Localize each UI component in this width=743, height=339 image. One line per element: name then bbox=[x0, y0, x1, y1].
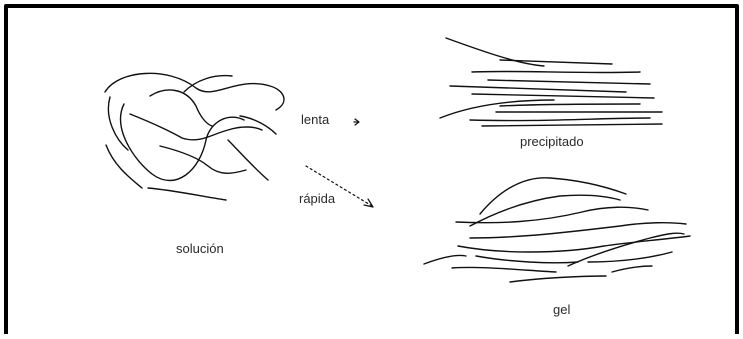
solution-chain bbox=[108, 97, 128, 150]
fast-arrow-head bbox=[364, 199, 373, 207]
diagram-border bbox=[6, 6, 737, 334]
gel-chain bbox=[510, 276, 606, 282]
gel-chains bbox=[424, 178, 690, 282]
precipitate-label: precipitado bbox=[520, 134, 584, 149]
precipitate-chain bbox=[472, 71, 640, 72]
solution-chain bbox=[121, 104, 244, 181]
precipitate-chain bbox=[488, 80, 650, 84]
solution-chain bbox=[106, 145, 142, 188]
precipitate-chain bbox=[446, 38, 544, 66]
precipitate-chain bbox=[482, 124, 662, 126]
gel-chain bbox=[424, 255, 466, 264]
precipitate-chain bbox=[500, 60, 612, 64]
solution-chain bbox=[148, 188, 226, 200]
precipitate-chain bbox=[470, 118, 650, 121]
solution-chain bbox=[130, 114, 262, 140]
gel-chain bbox=[476, 256, 578, 263]
gel-chain bbox=[470, 223, 686, 238]
gel-chain bbox=[458, 236, 690, 252]
gel-chain bbox=[452, 267, 556, 272]
fast-label: rápida bbox=[299, 191, 335, 206]
slow-label: lenta bbox=[301, 112, 329, 127]
gel-label: gel bbox=[553, 302, 570, 317]
solution-chain bbox=[150, 90, 212, 126]
precipitate-chain bbox=[440, 100, 554, 118]
precipitate-chains bbox=[440, 38, 662, 126]
precipitate-chain bbox=[450, 86, 626, 92]
solution-chain bbox=[240, 116, 276, 134]
precipitate-chain bbox=[500, 104, 640, 106]
solution-chains bbox=[105, 73, 284, 200]
solution-chain bbox=[228, 140, 268, 180]
precipitate-chain bbox=[472, 94, 654, 98]
solution-label: solución bbox=[176, 241, 224, 256]
gel-chain bbox=[612, 266, 652, 272]
